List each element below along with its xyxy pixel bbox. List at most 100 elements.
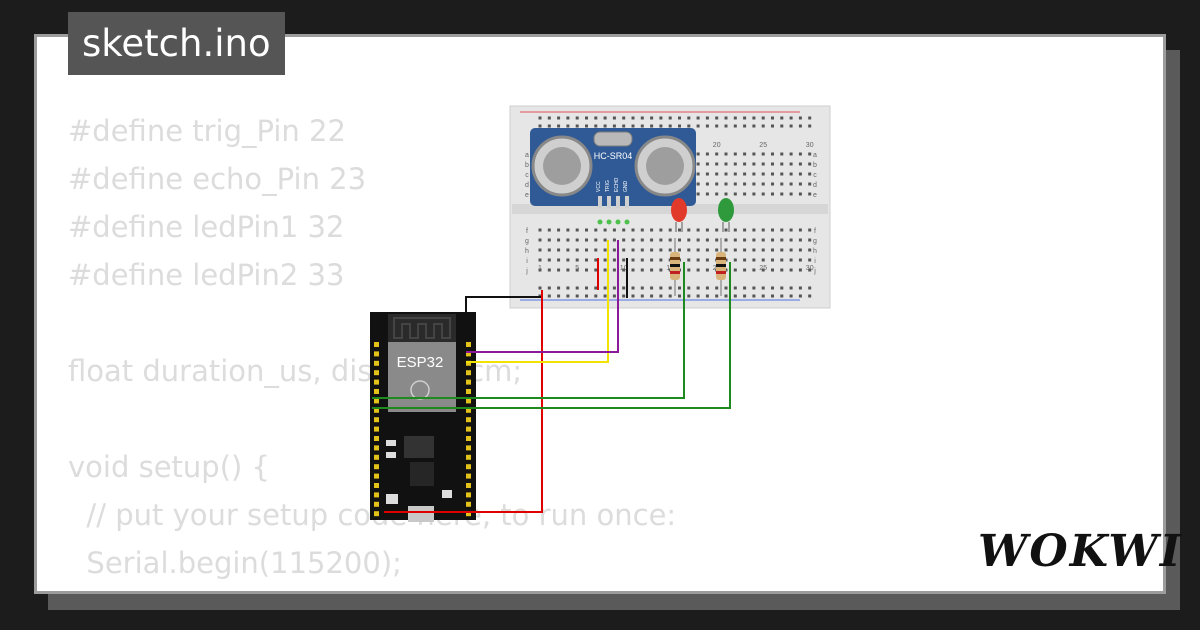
pin-connection-dot <box>615 219 621 225</box>
row-letter: d <box>813 182 817 189</box>
esp-pin <box>466 417 471 423</box>
column-number: 30 <box>806 265 814 272</box>
row-letter: e <box>813 192 817 199</box>
esp-pin <box>374 454 379 460</box>
esp32-board: ESP32 <box>370 312 476 522</box>
row-letter: c <box>525 172 529 179</box>
esp-pin <box>374 501 379 507</box>
row-letter: f <box>814 228 816 235</box>
esp-pin <box>466 360 471 366</box>
esp-pin <box>374 379 379 385</box>
esp-pin <box>374 370 379 376</box>
code-line: void setup() { <box>68 450 270 484</box>
code-editor: #define trig_Pin 22 #define echo_Pin 23 #d… <box>68 107 677 591</box>
esp-pin <box>466 464 471 470</box>
code-line: #define trig_Pin 22 <box>68 114 346 148</box>
sensor-label: HC-SR04 <box>594 151 633 161</box>
esp-pin <box>374 511 379 517</box>
row-letter: b <box>813 162 817 169</box>
esp-pin <box>374 436 379 441</box>
esp-pin <box>374 492 379 498</box>
esp-pin <box>374 360 379 366</box>
row-letter: e <box>525 192 529 199</box>
green-led <box>718 198 734 232</box>
row-letter: h <box>813 248 817 255</box>
sensor-pin-label: TRIG <box>605 180 611 192</box>
sensor-pin-label: VCC <box>596 181 602 192</box>
esp-pin <box>466 426 471 432</box>
esp-pin <box>374 417 379 423</box>
row-letter: f <box>526 228 528 235</box>
wires <box>372 240 731 513</box>
pin-connection-dot <box>606 219 612 225</box>
column-number: 10 <box>620 265 628 272</box>
esp-pin <box>466 454 471 460</box>
row-letter: b <box>525 162 529 169</box>
column-number: 25 <box>759 265 767 272</box>
row-letter: d <box>525 182 529 189</box>
esp-pin <box>466 483 471 488</box>
resistor-1 <box>670 238 680 296</box>
code-line: #define echo_Pin 23 <box>68 162 367 196</box>
row-letter: a <box>813 152 817 159</box>
sensor-pin <box>625 196 629 208</box>
esp-pin <box>374 473 379 479</box>
row-letter: h <box>525 248 529 255</box>
column-number: 20 <box>713 142 721 149</box>
row-letter: a <box>525 152 529 159</box>
column-number: 30 <box>806 142 814 149</box>
esp-pin <box>374 426 379 432</box>
code-line: // put your setup code here, to run once… <box>86 498 677 532</box>
esp-pin <box>466 473 471 479</box>
pin-connection-dot <box>624 219 630 225</box>
sensor-pin <box>598 196 602 208</box>
code-line: Serial.begin(115200); <box>68 546 402 580</box>
row-letter: g <box>813 238 817 245</box>
row-letter: i <box>814 258 816 265</box>
esp-pin <box>374 389 379 394</box>
esp-pin <box>466 445 471 451</box>
code-line: #define ledPin2 33 <box>68 258 345 292</box>
row-letter: c <box>813 172 817 179</box>
boot-button <box>386 494 398 504</box>
column-number: 25 <box>759 142 767 149</box>
esp-pin <box>466 511 471 517</box>
esp-pin <box>466 501 471 507</box>
esp-pin <box>466 436 471 441</box>
code-line: #define ledPin1 32 <box>68 210 345 244</box>
red-led <box>671 198 687 232</box>
sensor-pin-label: GND <box>623 181 629 193</box>
esp-pin <box>466 389 471 394</box>
row-letter: i <box>526 258 528 265</box>
sensor-pin <box>616 196 620 208</box>
column-number: 5 <box>575 265 579 272</box>
esp-pin <box>466 370 471 376</box>
esp-pin <box>374 342 379 347</box>
esp-pin <box>466 342 471 347</box>
esp-pin <box>374 445 379 451</box>
row-letter: j <box>813 268 816 275</box>
wokwi-logo[interactable]: WOKWI <box>978 526 1183 577</box>
esp-pin <box>466 492 471 498</box>
column-number: 1 <box>538 265 542 272</box>
board-label: ESP32 <box>397 354 444 371</box>
row-letter: g <box>525 238 529 245</box>
sensor-pin-label: ECHO <box>614 177 620 192</box>
file-tab[interactable]: sketch.ino <box>68 12 285 75</box>
resistor-2 <box>716 238 726 296</box>
esp-pin <box>466 351 471 357</box>
esp-pin <box>466 407 471 413</box>
esp-pin <box>374 464 379 470</box>
esp-pin <box>466 379 471 385</box>
esp-pin <box>374 351 379 357</box>
esp-pin <box>374 407 379 413</box>
usb-port <box>408 506 434 522</box>
esp-pin <box>374 483 379 488</box>
esp-pin <box>374 398 379 404</box>
sensor-pin <box>607 196 611 208</box>
pin-connection-dot <box>597 219 603 225</box>
row-letter: j <box>525 268 528 275</box>
esp-pin <box>466 398 471 404</box>
